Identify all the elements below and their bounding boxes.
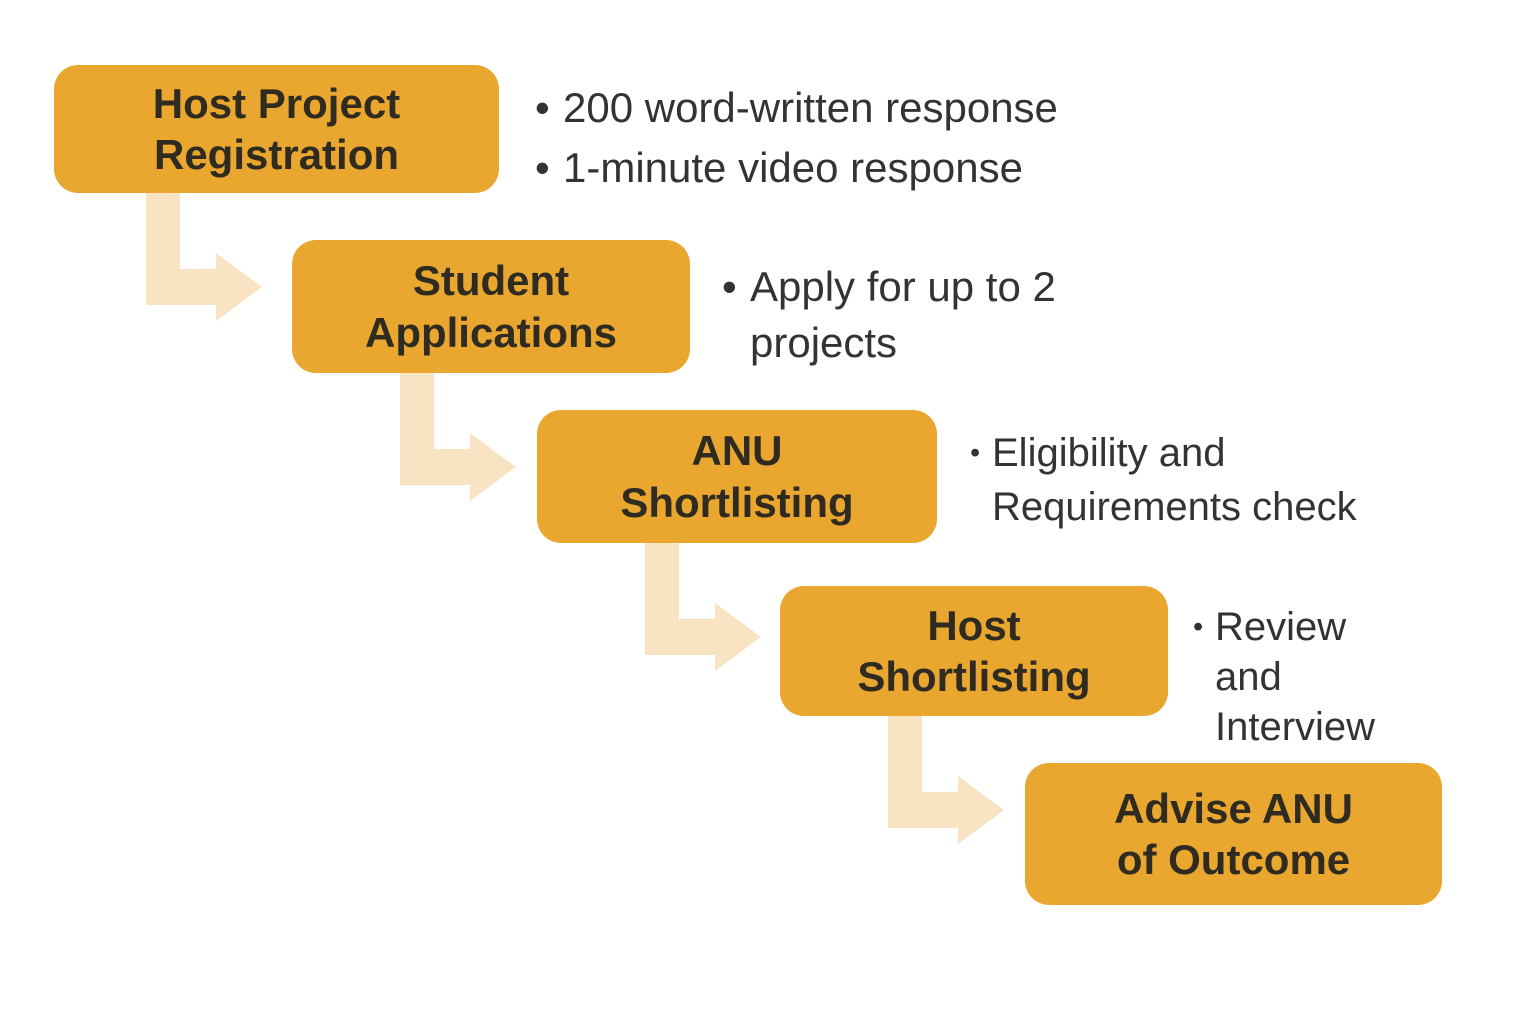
note-line: Eligibility and [992,431,1226,475]
step-label-line: Registration [153,131,400,178]
step-label-line: Applications [364,308,618,356]
notes-host-project-registration: • 200 word-written response • 1-minute v… [535,78,1058,198]
bullet-icon: • [535,144,550,191]
elbow-arrow-icon-4 [888,716,1004,844]
note-line: projects [750,319,898,366]
note-line: and [1215,655,1282,699]
notes-host-shortlisting: • Review and Interview [1193,602,1375,752]
note-item: • Review and Interview [1193,602,1375,752]
note-line: Interview [1215,705,1376,749]
elbow-arrow-icon-2 [400,373,516,501]
elbow-arrow-icon-1 [146,193,262,321]
note-line: Requirements check [992,485,1357,529]
notes-anu-shortlisting: • Eligibility and Requirements check [970,426,1357,534]
step-box-advise-anu-of-outcome: Advise ANU of Outcome [1025,763,1442,905]
note-item: • 1-minute video response [535,138,1058,198]
note-item: • 200 word-written response [535,78,1058,138]
notes-student-applications: • Apply for up to 2 projects [722,259,1056,371]
step-label-line: Shortlisting [857,653,1091,700]
bullet-icon: • [1193,611,1204,643]
note-line: 200 word-written response [563,84,1058,131]
step-label-line: ANU [691,427,783,475]
step-label-line: Host Project [152,79,401,127]
bullet-icon: • [535,84,550,131]
bullet-icon: • [722,263,737,310]
note-line: 1-minute video response [563,144,1023,191]
elbow-arrow-icon-3 [645,543,761,671]
step-box-anu-shortlisting: ANU Shortlisting [537,410,937,543]
step-label-line: Shortlisting [620,478,854,526]
step-box-host-project-registration: Host Project Registration [54,65,499,193]
step-label-line: Host [927,601,1021,649]
note-line: Apply for up to 2 [750,263,1056,310]
step-label-line: Student [412,257,570,305]
step-box-host-shortlisting: Host Shortlisting [780,586,1168,716]
bullet-icon: • [970,437,981,469]
step-label-line: of Outcome [1116,836,1351,883]
note-item: • Eligibility and Requirements check [970,426,1357,534]
step-label-line: Advise ANU [1114,784,1353,832]
step-box-student-applications: Student Applications [292,240,690,373]
note-line: Review [1215,605,1347,649]
note-item: • Apply for up to 2 projects [722,259,1056,371]
